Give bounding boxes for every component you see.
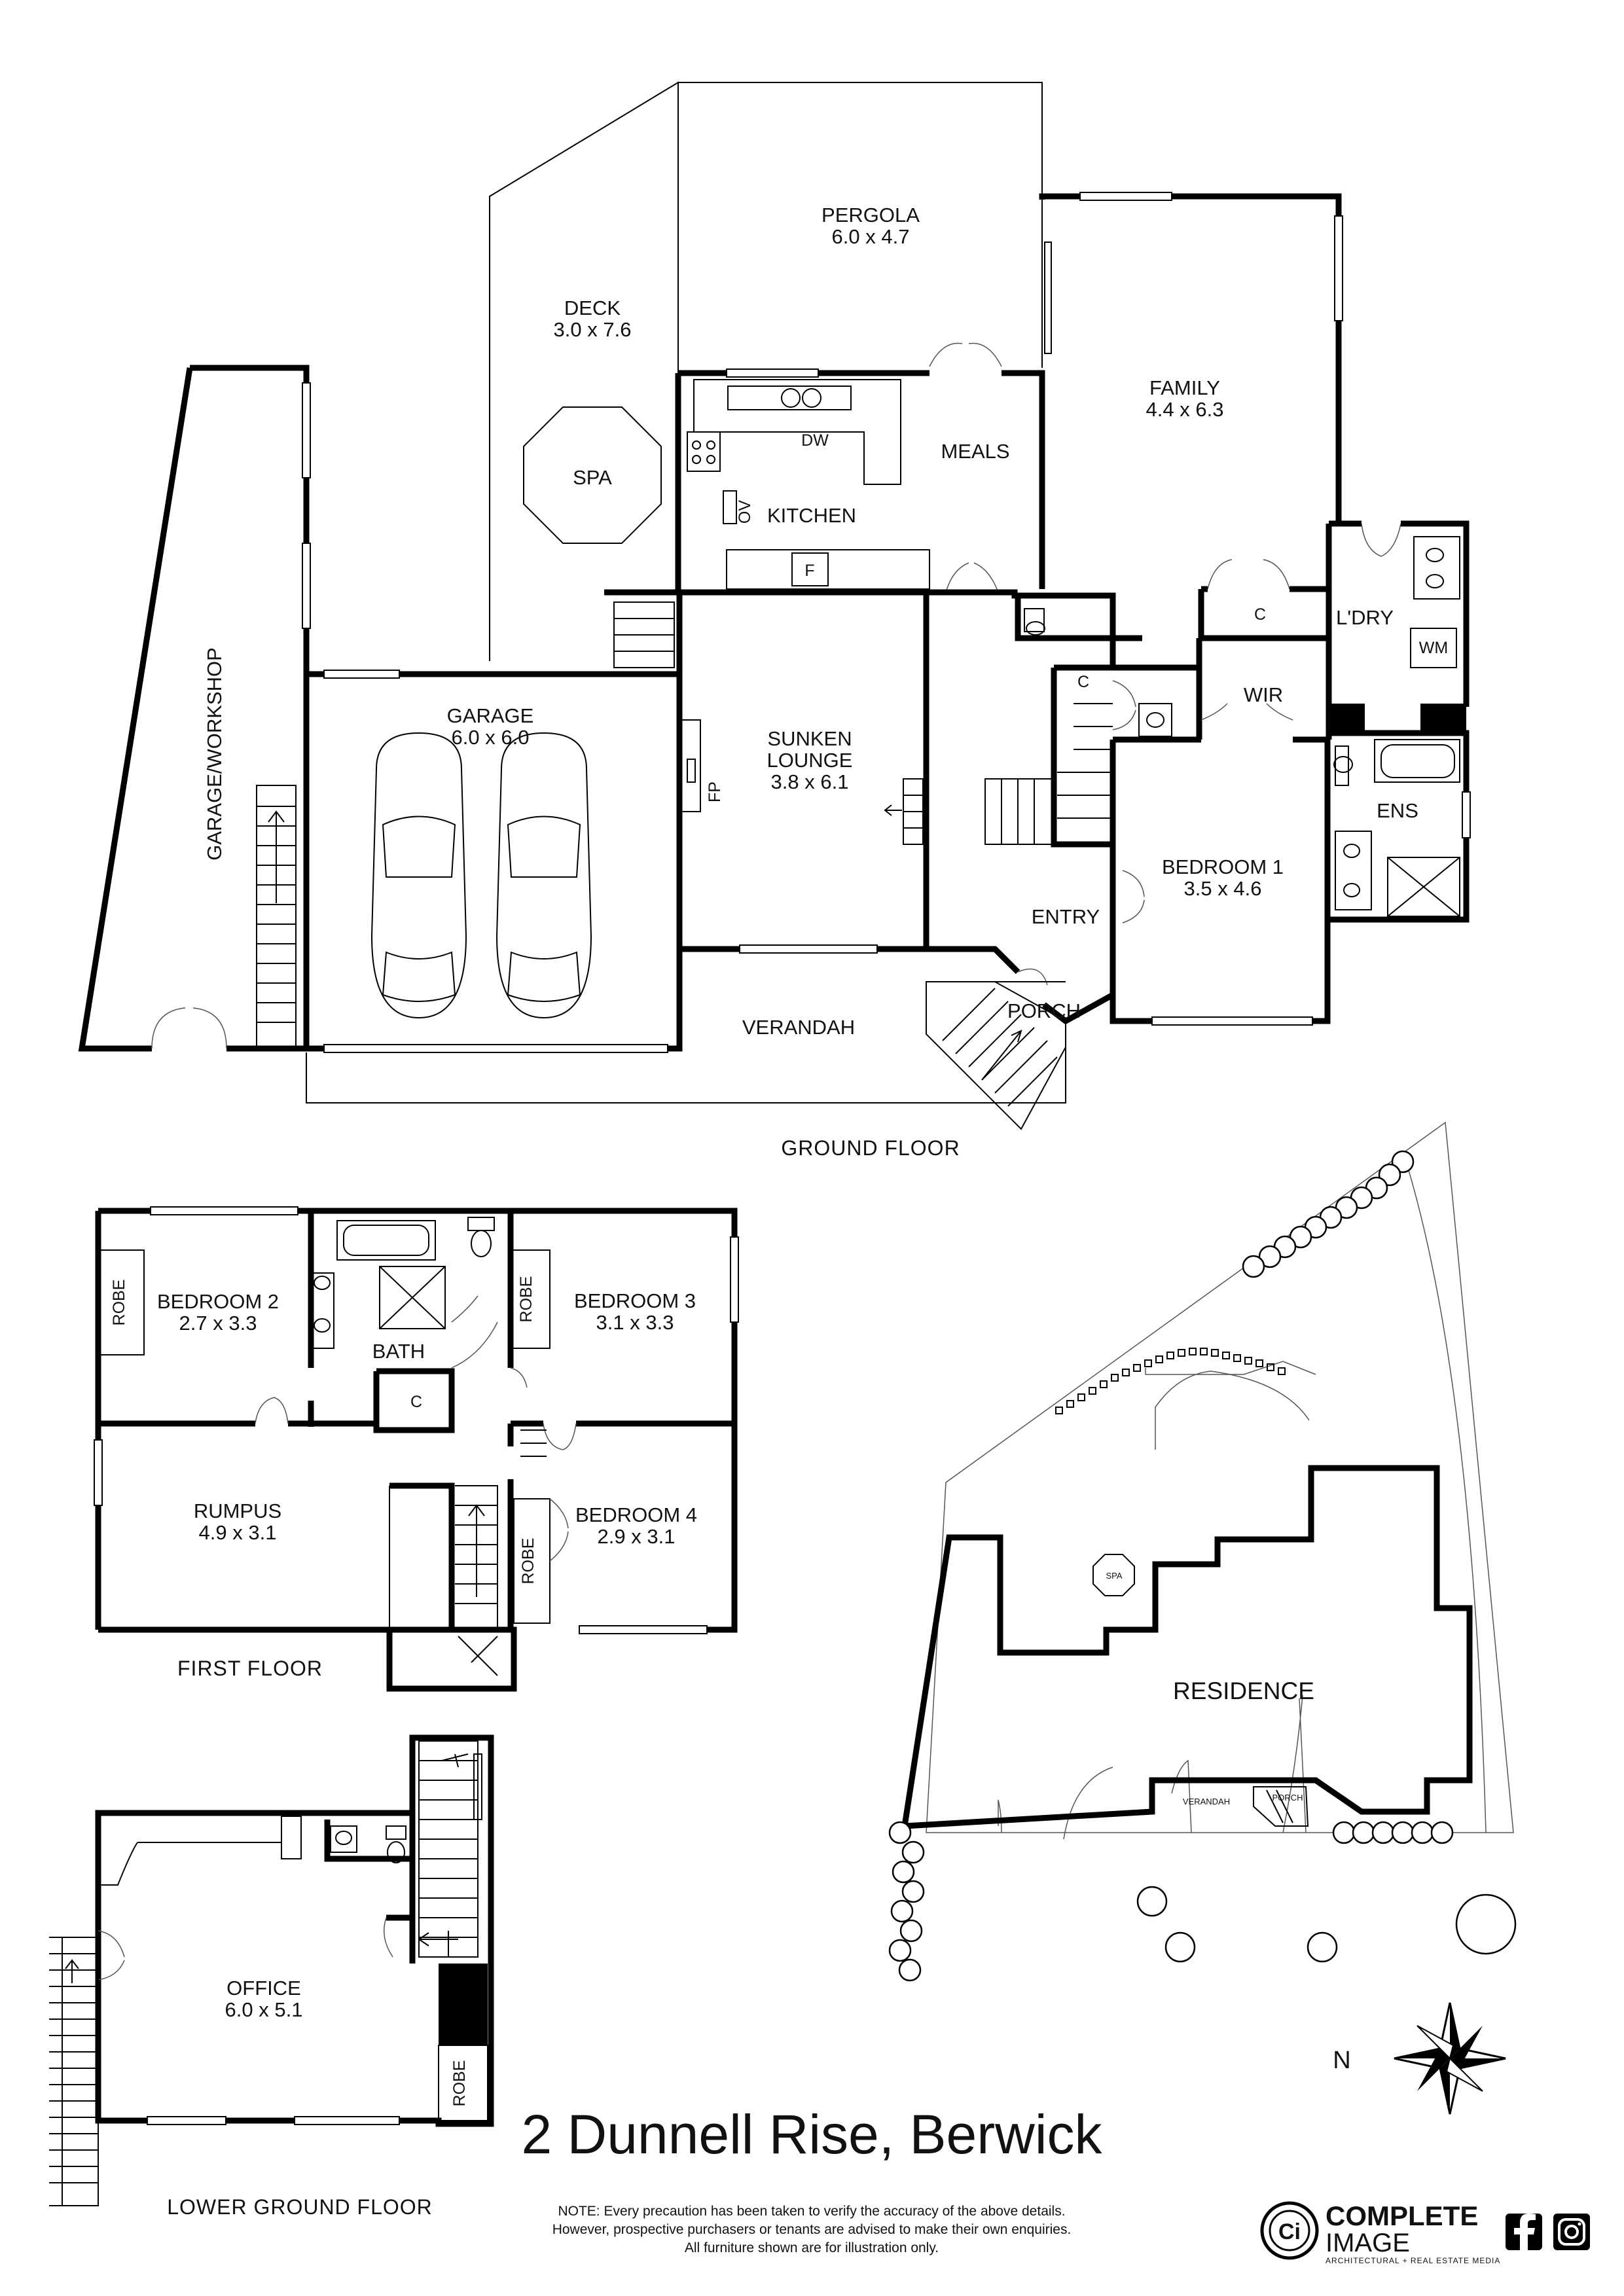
lower-ground-floor-title: LOWER GROUND FLOOR: [167, 2195, 433, 2219]
site-vegetation: [888, 1150, 1517, 1982]
ensuite-label: ENS: [1377, 799, 1418, 822]
bedroom4-size: 2.9 x 3.1: [598, 1525, 676, 1548]
family-size: 4.4 x 6.3: [1146, 398, 1224, 421]
bedroom3-label: BEDROOM 3: [574, 1289, 696, 1312]
garage-size: 6.0 x 6.0: [452, 726, 530, 749]
pergola-label: PERGOLA: [821, 204, 920, 226]
pergola-size: 6.0 x 4.7: [832, 225, 910, 248]
office-robe-label: ROBE: [450, 2060, 469, 2107]
verandah-label: VERANDAH: [742, 1016, 855, 1039]
spa-shape: [523, 406, 662, 544]
deck-label: DECK: [564, 296, 621, 319]
bedroom4-label: BEDROOM 4: [575, 1503, 697, 1526]
family-label: FAMILY: [1149, 376, 1220, 399]
cupboard-stair-label: C: [1077, 673, 1089, 691]
porch-label: PORCH: [1007, 999, 1081, 1022]
lower-ground-floor-plan: OFFICE 6.0 x 5.1 ROBE LOWER GROUND FLOOR: [49, 1734, 494, 2219]
bedroom2-size: 2.7 x 3.3: [179, 1312, 257, 1335]
car-right: [496, 732, 592, 1019]
car-left: [370, 732, 467, 1019]
office-label: OFFICE: [226, 1977, 301, 2000]
logo-line-2: IMAGE: [1326, 2229, 1410, 2257]
bedroom2-label: BEDROOM 2: [157, 1290, 279, 1313]
instagram-icon[interactable]: [1553, 2214, 1590, 2250]
wir-label: WIR: [1244, 683, 1283, 706]
rumpus-label: RUMPUS: [194, 1499, 281, 1522]
garage-label: GARAGE: [447, 704, 534, 727]
bedroom1-label: BEDROOM 1: [1162, 855, 1284, 878]
first-floor-plan: ROBE BEDROOM 2 2.7 x 3.3 BATH C ROBE BED…: [94, 1206, 739, 1692]
deck-size: 3.0 x 7.6: [554, 318, 632, 341]
office-size: 6.0 x 5.1: [225, 1998, 303, 2021]
porch-stairs: [926, 981, 1066, 1130]
site-plan: RESIDENCE SPA VERANDAH PORCH: [888, 1121, 1517, 1982]
logo-mark: Ci: [1278, 2219, 1301, 2244]
rumpus-size: 4.9 x 3.1: [199, 1521, 277, 1544]
ground-floor-title: GROUND FLOOR: [781, 1136, 960, 1160]
fridge-label: F: [804, 562, 814, 580]
oven-label: OV: [736, 500, 754, 524]
bedroom3-robe-label: ROBE: [517, 1276, 535, 1323]
bedroom2-robe-label: ROBE: [110, 1280, 128, 1326]
cupboard-family-label: C: [1254, 605, 1266, 624]
site-verandah-label: VERANDAH: [1183, 1797, 1230, 1806]
site-spa-shape: [1092, 1554, 1135, 1596]
compass-rose-icon: [1394, 2002, 1506, 2115]
property-address: 2 Dunnell Rise, Berwick: [521, 2104, 1102, 2165]
kitchen-label: KITCHEN: [767, 504, 856, 527]
bedroom3-size: 3.1 x 3.3: [596, 1311, 674, 1334]
disclaimer-line-2: However, prospective purchasers or tenan…: [552, 2222, 1072, 2237]
laundry-label: L'DRY: [1336, 606, 1394, 629]
bedroom4-robe-label: ROBE: [519, 1538, 537, 1585]
bedroom1-size: 3.5 x 4.6: [1184, 877, 1262, 900]
logo-tagline: ARCHITECTURAL + REAL ESTATE MEDIA: [1326, 2256, 1500, 2265]
disclaimer-line-3: All furniture shown are for illustration…: [685, 2240, 939, 2255]
workshop-stairs: [256, 785, 297, 1049]
site-porch-label: PORCH: [1272, 1793, 1303, 1803]
disclaimer-line-1: NOTE: Every precaution has been taken to…: [558, 2204, 1065, 2219]
fireplace-label: FP: [706, 781, 724, 802]
sunken-lounge-label: SUNKEN: [767, 727, 852, 750]
facebook-icon[interactable]: [1506, 2214, 1542, 2250]
site-residence-label: RESIDENCE: [1173, 1677, 1314, 1704]
sunken-lounge-size: 3.8 x 6.1: [771, 770, 849, 793]
first-floor-title: FIRST FLOOR: [177, 1657, 323, 1680]
site-spa-label: SPA: [1106, 1571, 1122, 1581]
logo-line-1: COMPLETE: [1326, 2200, 1478, 2231]
first-floor-cupboard-label: C: [410, 1393, 422, 1411]
dishwasher-label: DW: [801, 431, 829, 450]
entry-label: ENTRY: [1032, 905, 1100, 928]
bath-label: BATH: [372, 1340, 425, 1363]
meals-label: MEALS: [941, 440, 1009, 463]
ground-floor-plan: PERGOLA 6.0 x 4.7 DECK 3.0 x 7.6 SPA FAM…: [78, 81, 1471, 1160]
compass-north-label: N: [1333, 2047, 1350, 2074]
garage-workshop-label: GARAGE/WORKSHOP: [203, 647, 226, 861]
spa-label: SPA: [573, 466, 612, 489]
washing-machine-label: WM: [1419, 639, 1448, 657]
complete-image-logo: Ci COMPLETE IMAGE ARCHITECTURAL + REAL E…: [1260, 2200, 1500, 2265]
sunken-lounge-label-2: LOUNGE: [767, 749, 853, 772]
